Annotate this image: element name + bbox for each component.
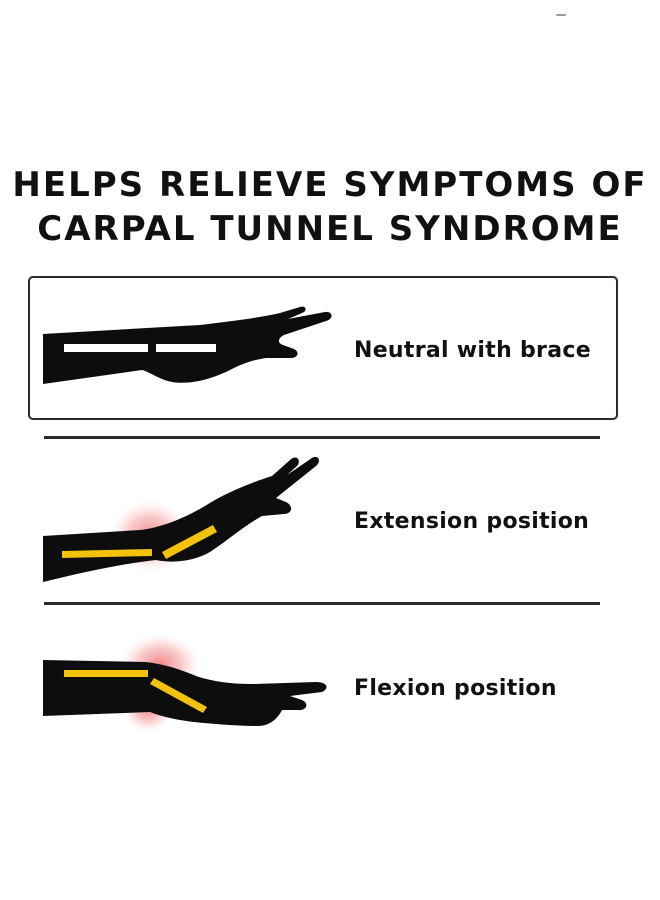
neutral-label: Neutral with brace [354, 338, 591, 363]
title-line-2: CARPAL TUNNEL SYNDROME [37, 209, 623, 249]
corner-mark [556, 14, 566, 16]
extension-hand-silhouette [43, 456, 319, 582]
extension-label: Extension position [354, 509, 590, 534]
flexion-nerve-hand [150, 678, 207, 713]
neutral-highlight-box [28, 276, 618, 420]
flexion-nerve-forearm [64, 670, 148, 677]
title-line-1: HELPS RELIEVE SYMPTOMS OF [12, 165, 648, 205]
neutral-brace-stay-right [156, 344, 216, 352]
extension-nerve-hand [162, 525, 217, 559]
extension-nerve-forearm [62, 549, 152, 558]
flexion-hand-icon [43, 634, 327, 732]
extension-hand-icon [43, 456, 319, 582]
divider-1 [44, 436, 600, 439]
neutral-brace-stay-left [64, 344, 148, 352]
page-title: HELPS RELIEVE SYMPTOMS OF CARPAL TUNNEL … [0, 163, 660, 251]
flexion-label: Flexion position [354, 676, 557, 701]
divider-2 [44, 602, 600, 605]
neutral-hand-icon [43, 306, 332, 384]
